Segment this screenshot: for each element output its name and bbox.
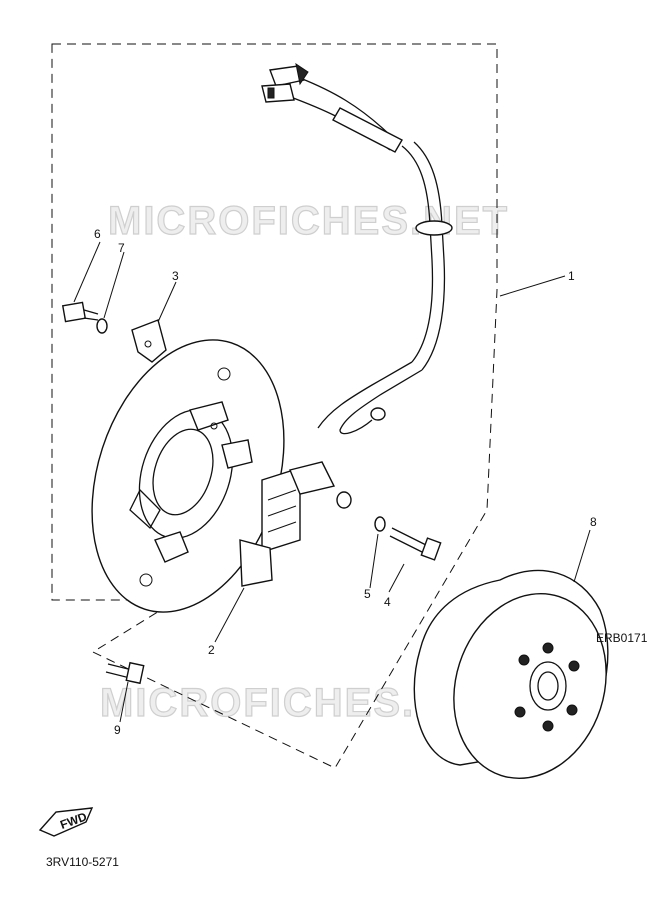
bolt-4: [389, 527, 442, 561]
callout-9: 9: [114, 723, 121, 737]
callout-6: 6: [94, 227, 101, 241]
callout-7: 7: [118, 241, 125, 255]
pickup-coil: [239, 461, 336, 587]
rotor-marking: ERB0171: [596, 631, 648, 645]
callout-1: 1: [568, 269, 575, 283]
fwd-arrow: FWD: [38, 807, 94, 837]
washer-7: [96, 318, 108, 334]
leader-lines: [73, 241, 591, 723]
callout-8: 8: [590, 515, 597, 529]
callout-3: 3: [172, 269, 179, 283]
callout-5: 5: [364, 587, 371, 601]
rotor: [413, 569, 609, 779]
callout-2: 2: [208, 643, 215, 657]
diagram-code: 3RV110-5271: [46, 855, 119, 869]
washer-nut: [336, 491, 352, 509]
bolt-6: [61, 301, 99, 323]
watermark-top: MICROFICHES.NET: [108, 199, 509, 243]
stator-plate: [91, 339, 285, 613]
callout-4: 4: [384, 595, 391, 609]
assembly-boundary: [51, 43, 498, 769]
wire-harness: [261, 62, 453, 435]
washer-5: [374, 516, 386, 532]
bolt-9: [105, 661, 145, 685]
